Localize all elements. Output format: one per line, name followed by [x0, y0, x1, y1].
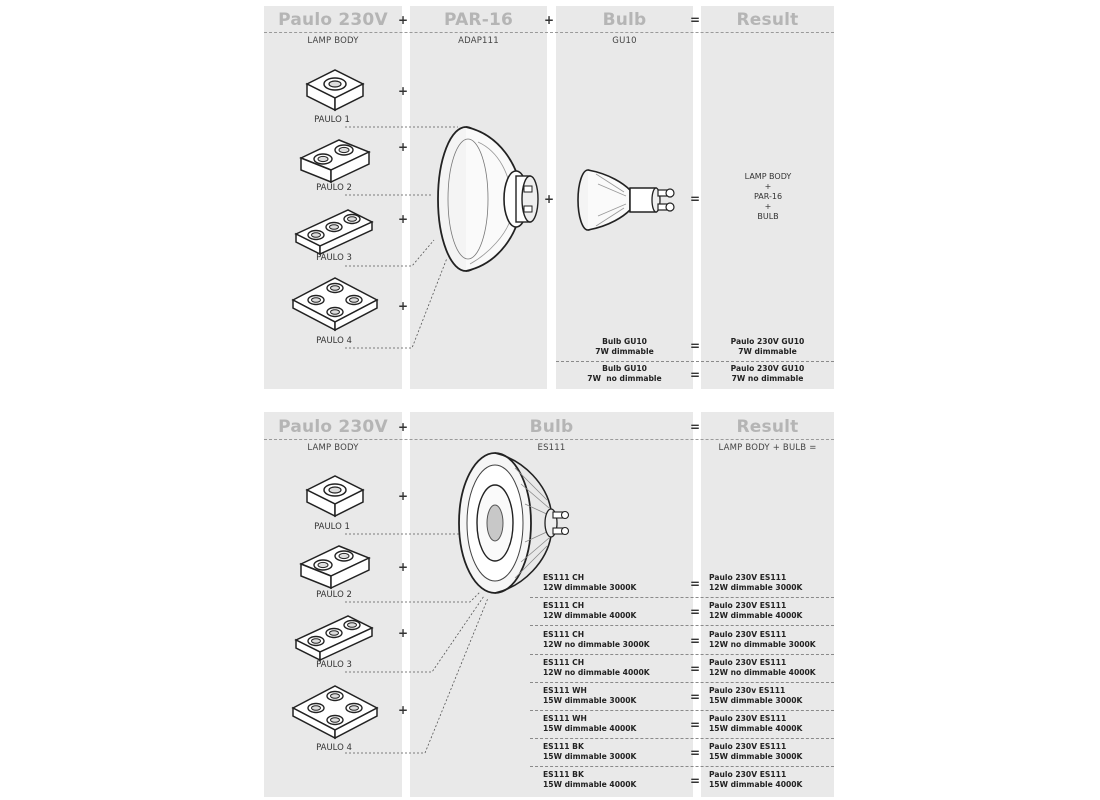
- top-result-line-1: LAMP BODY: [744, 172, 792, 181]
- top-header-plus-2: +: [543, 13, 555, 27]
- bottom-variant-7-equals: =: [689, 746, 701, 760]
- bottom-paulo-3-lamp-illustration: [294, 615, 374, 662]
- es111-bulb-illustration: [458, 452, 570, 594]
- bottom-variant-1-equals: =: [689, 577, 701, 591]
- bottom-variant-4-result: Paulo 230V ES111 12W no dimmable 4000K: [709, 658, 816, 677]
- bottom-variant-5-equals: =: [689, 690, 701, 704]
- top-sub-adap111: ADAP111: [458, 36, 499, 46]
- bottom-paulo-1-label: PAULO 1: [314, 522, 350, 532]
- top-variant-2-result: Paulo 230V GU10 7W no dimmable: [730, 364, 805, 383]
- par-16-adapter-illustration: [437, 126, 539, 272]
- bottom-bulb-column: [410, 412, 693, 797]
- bottom-variant-8-equals: =: [689, 774, 701, 788]
- top-paulo-3-lamp-illustration: [294, 209, 374, 256]
- bottom-variant-4-equals: =: [689, 662, 701, 676]
- top-mid-plus: +: [543, 192, 555, 206]
- bottom-header-plus: +: [397, 420, 409, 434]
- bottom-row-plus-1: +: [397, 489, 409, 503]
- bottom-variant-separator-3: [530, 654, 834, 655]
- bottom-variant-8-bulb: ES111 BK 15W dimmable 4000K: [543, 770, 637, 789]
- bottom-variant-3-bulb: ES111 CH 12W no dimmable 3000K: [543, 630, 650, 649]
- bottom-variant-6-equals: =: [689, 718, 701, 732]
- top-result-column: [701, 6, 834, 389]
- bottom-variant-1-bulb: ES111 CH 12W dimmable 3000K: [543, 573, 637, 592]
- bottom-variant-separator-4: [530, 682, 834, 683]
- top-sub-gu10: GU10: [612, 36, 637, 46]
- bottom-paulo-4-lamp-illustration: [291, 685, 379, 740]
- top-result-line-3: PAR-16: [753, 192, 783, 201]
- bottom-result-column: [701, 412, 834, 797]
- top-variant-1-result: Paulo 230V GU10 7W dimmable: [730, 337, 805, 356]
- bottom-variant-separator-5: [530, 710, 834, 711]
- bottom-paulo-4-label: PAULO 4: [316, 743, 352, 753]
- bottom-variant-6-result: Paulo 230V ES111 15W dimmable 4000K: [709, 714, 803, 733]
- bottom-variant-5-result: Paulo 230v ES111 15W dimmable 3000K: [709, 686, 803, 705]
- bottom-header-paulo: Paulo 230V: [278, 417, 388, 437]
- top-paulo-1-lamp-illustration: [305, 69, 365, 112]
- top-header-equals: =: [689, 13, 701, 27]
- top-row-plus-3: +: [397, 212, 409, 226]
- bottom-variant-2-equals: =: [689, 605, 701, 619]
- top-variant-1-bulb: Bulb GU10 7W dimmable: [595, 337, 654, 356]
- bottom-paulo-2-lamp-illustration: [299, 545, 371, 590]
- bottom-variant-1-result: Paulo 230V ES111 12W dimmable 3000K: [709, 573, 803, 592]
- bottom-variant-separator-6: [530, 738, 834, 739]
- bottom-row-plus-4: +: [397, 703, 409, 717]
- bottom-variant-7-bulb: ES111 BK 15W dimmable 3000K: [543, 742, 637, 761]
- top-header-result: Result: [736, 10, 799, 30]
- bottom-variant-separator-2: [530, 625, 834, 626]
- top-sub-lamp-body: LAMP BODY: [307, 36, 359, 46]
- bottom-sub-result: LAMP BODY + BULB =: [718, 443, 817, 453]
- bottom-sub-lamp-body: LAMP BODY: [307, 443, 359, 453]
- bottom-variant-7-result: Paulo 230V ES111 15W dimmable 3000K: [709, 742, 803, 761]
- top-header-plus-1: +: [397, 13, 409, 27]
- bottom-variant-2-bulb: ES111 CH 12W dimmable 4000K: [543, 601, 637, 620]
- bottom-variant-8-result: Paulo 230V ES111 15W dimmable 4000K: [709, 770, 803, 789]
- top-row-plus-4: +: [397, 299, 409, 313]
- top-paulo-2-label: PAULO 2: [316, 183, 352, 193]
- bottom-paulo-3-label: PAULO 3: [316, 660, 352, 670]
- bottom-variant-4-bulb: ES111 CH 12W no dimmable 4000K: [543, 658, 650, 677]
- top-paulo-4-lamp-illustration: [291, 277, 379, 332]
- bottom-variant-separator-1: [530, 597, 834, 598]
- bottom-header-bulb: Bulb: [529, 417, 574, 437]
- top-variant-separator: [556, 361, 834, 362]
- bottom-row-plus-3: +: [397, 626, 409, 640]
- gu10-bulb-illustration: [577, 169, 675, 231]
- bottom-paulo-2-label: PAULO 2: [316, 590, 352, 600]
- bottom-sub-es111: ES111: [537, 443, 566, 453]
- bottom-header-result: Result: [736, 417, 799, 437]
- top-paulo-4-label: PAULO 4: [316, 336, 352, 346]
- bottom-variant-3-result: Paulo 230V ES111 12W no dimmable 3000K: [709, 630, 816, 649]
- bottom-variant-2-result: Paulo 230V ES111 12W dimmable 4000K: [709, 601, 803, 620]
- top-header-paulo: Paulo 230V: [278, 10, 388, 30]
- bottom-row-plus-2: +: [397, 560, 409, 574]
- top-paulo-2-lamp-illustration: [299, 139, 371, 184]
- top-paulo-3-label: PAULO 3: [316, 253, 352, 263]
- top-result-line-4: +: [764, 202, 772, 211]
- top-result-stack: LAMP BODY + PAR-16 + BULB: [718, 172, 818, 222]
- top-mid-equals: =: [689, 192, 701, 206]
- top-variant-2-equals: =: [689, 368, 701, 382]
- top-result-line-5: BULB: [757, 212, 779, 221]
- top-row-plus-2: +: [397, 140, 409, 154]
- top-header-bulb: Bulb: [602, 10, 647, 30]
- bottom-header-equals: =: [689, 420, 701, 434]
- top-paulo-1-label: PAULO 1: [314, 115, 350, 125]
- top-header-par: PAR-16: [443, 10, 514, 30]
- bottom-variant-6-bulb: ES111 WH 15W dimmable 4000K: [543, 714, 637, 733]
- top-result-line-2: +: [764, 182, 772, 191]
- top-row-plus-1: +: [397, 84, 409, 98]
- top-variant-2-bulb: Bulb GU10 7W no dimmable: [587, 364, 662, 383]
- bottom-variant-3-equals: =: [689, 634, 701, 648]
- top-variant-1-equals: =: [689, 339, 701, 353]
- bottom-variant-5-bulb: ES111 WH 15W dimmable 3000K: [543, 686, 637, 705]
- bottom-paulo-1-lamp-illustration: [305, 475, 365, 518]
- bottom-variant-separator-7: [530, 766, 834, 767]
- top-header-rule: [264, 32, 834, 33]
- bottom-header-rule: [264, 439, 834, 440]
